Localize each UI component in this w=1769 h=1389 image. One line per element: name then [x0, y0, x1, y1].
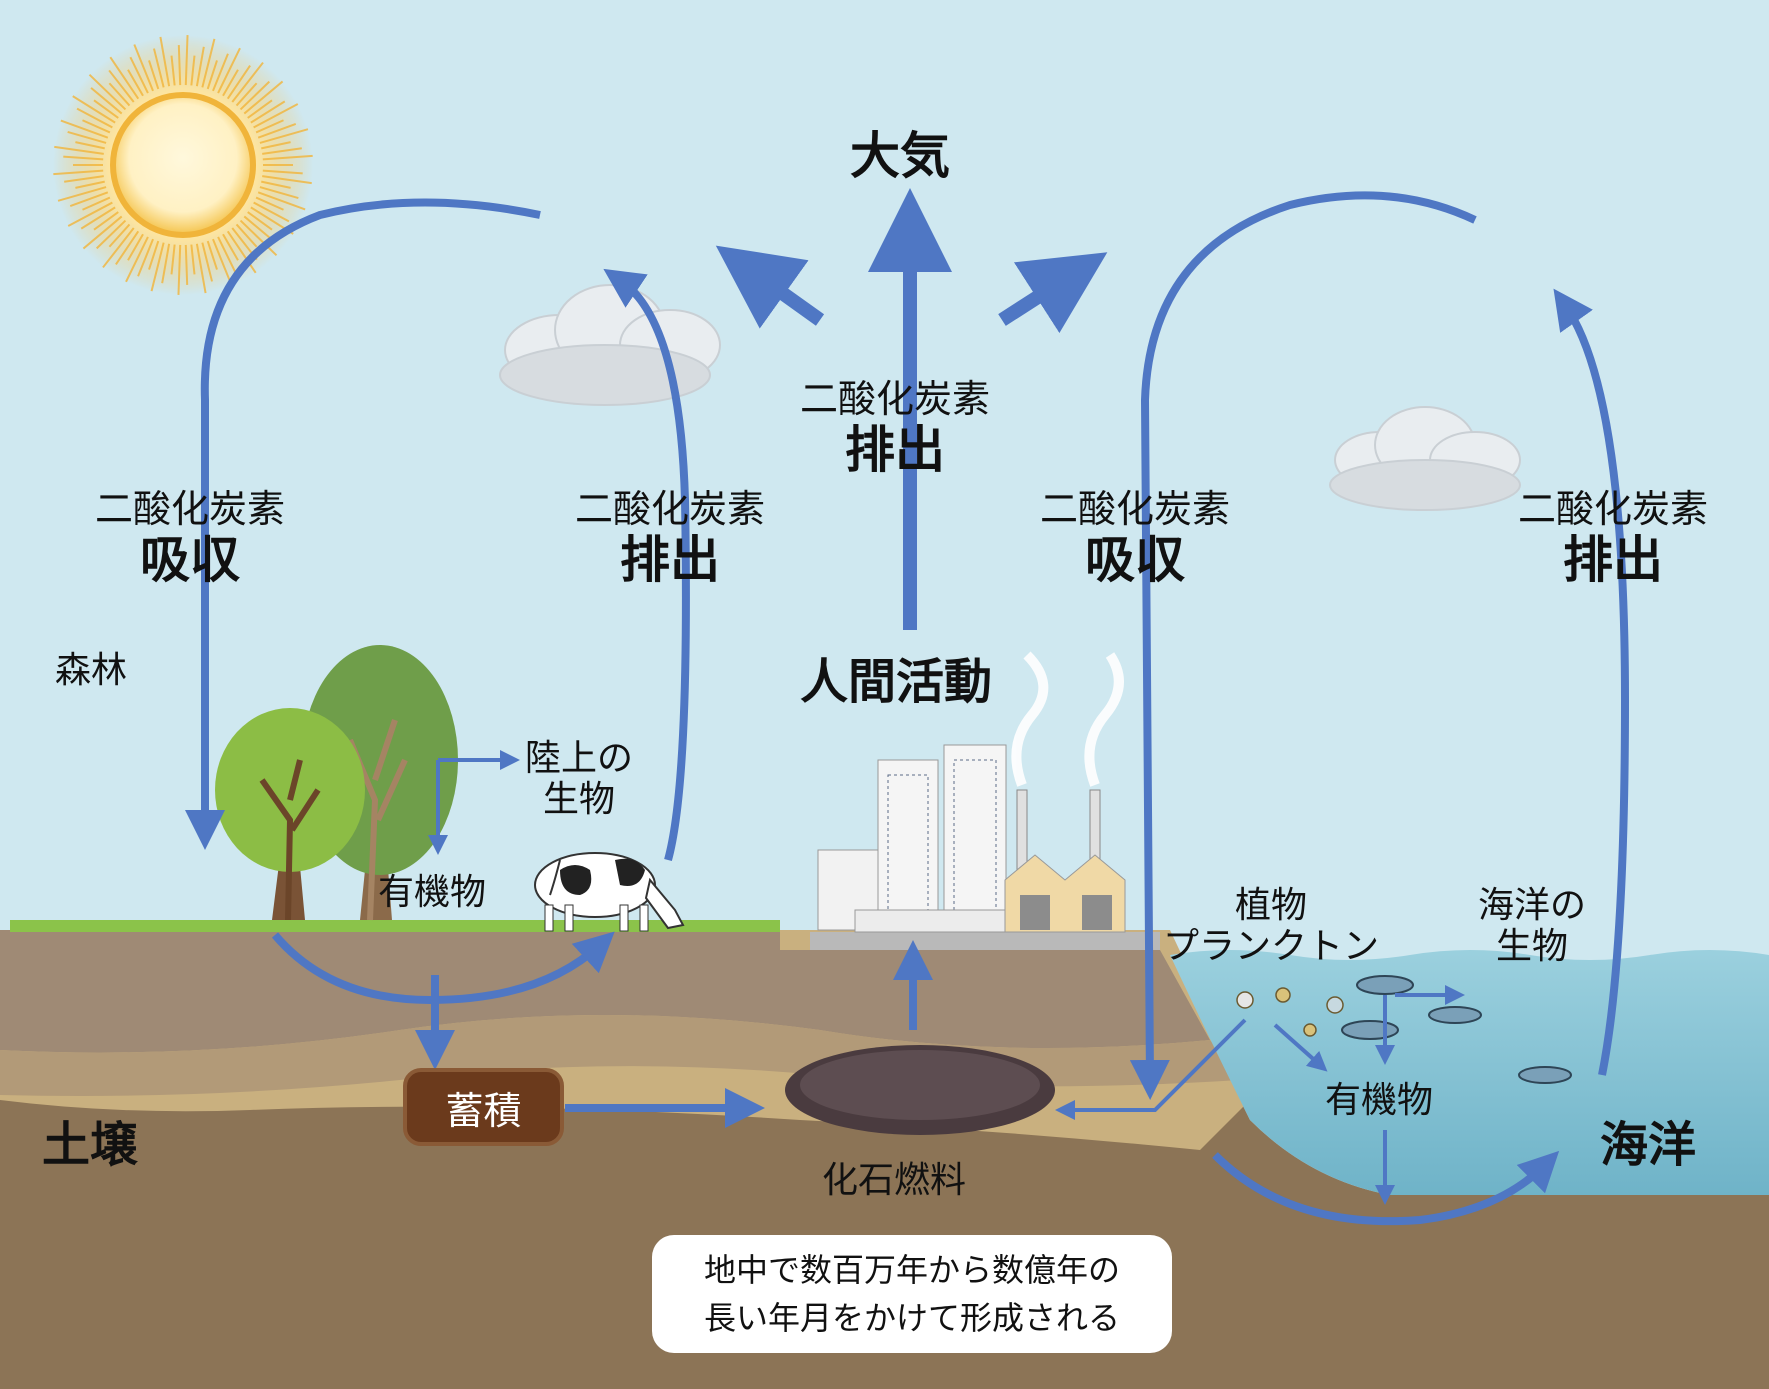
co2-absorb-label-forest: 二酸化炭素 吸収 [95, 487, 286, 589]
ocean-organisms-line1: 海洋の [1478, 885, 1587, 926]
co2-label-line1: 二酸化炭素 [575, 487, 766, 531]
ocean-water [1170, 950, 1769, 1195]
phytoplankton-label: 植物 プランクトン [1163, 885, 1379, 968]
forest-emit-arrow [603, 268, 690, 862]
fossil-fuel-label: 化石燃料 [822, 1160, 967, 1201]
city-buildings-icon [817, 744, 1126, 933]
ocean-emit-arrow [1553, 288, 1630, 1076]
fossil-fuel-icon [785, 1045, 1055, 1135]
co2-label-line2: 排出 [620, 530, 720, 589]
land-organisms-label: 陸上の 生物 [525, 738, 633, 821]
human-emit-arrow-right [998, 252, 1108, 334]
co2-emit-label-land: 二酸化炭素 排出 [575, 487, 766, 589]
plankton-to-organic-arrow [1273, 1023, 1328, 1072]
note-line1: 地中で数百万年から数億年の [703, 1251, 1120, 1289]
sun-icon [53, 35, 313, 295]
human-emit-arrow-left [715, 245, 825, 329]
co2-label-line1: 二酸化炭素 [800, 377, 991, 421]
co2-label-line2: 排出 [845, 420, 945, 479]
ocean-label: 海洋 [1600, 1117, 1697, 1173]
pavement [810, 932, 1160, 950]
soil-label: 土壌 [42, 1117, 139, 1173]
plankton-to-fossil-arrow [1055, 1018, 1247, 1120]
plankton-icon [1236, 987, 1344, 1037]
ocean-organisms-line2: 生物 [1496, 926, 1569, 968]
co2-absorb-label-ocean: 二酸化炭素 吸収 [1040, 487, 1231, 589]
co2-emit-label-ocean: 二酸化炭素 排出 [1518, 487, 1709, 589]
fossil-formation-note: 地中で数百万年から数億年の 長い年月をかけて形成される [652, 1235, 1172, 1353]
phytoplankton-line1: 植物 [1235, 885, 1308, 926]
co2-emit-label-human: 二酸化炭素 排出 [800, 377, 991, 479]
organic-matter-land-label: 有機物 [378, 872, 487, 913]
human-activity-label: 人間活動 [800, 654, 993, 710]
land-organisms-line2: 生物 [543, 779, 616, 821]
forest-absorb-arrow [185, 198, 541, 850]
co2-label-line2: 吸収 [140, 530, 240, 589]
organic-matter-ocean-label: 有機物 [1325, 1080, 1434, 1121]
co2-label-line2: 吸収 [1085, 530, 1185, 589]
ocean-organisms-label: 海洋の 生物 [1478, 885, 1586, 968]
atmosphere-title: 大気 [850, 127, 950, 185]
ocean-absorb-arrow [1129, 191, 1477, 1100]
co2-label-line1: 二酸化炭素 [1040, 487, 1231, 531]
co2-flow-arrows [185, 188, 1630, 1226]
forest-label: 森林 [55, 650, 128, 691]
co2-label-line2: 排出 [1563, 530, 1663, 589]
storage-box: 蓄積 [403, 1068, 564, 1146]
grass [10, 920, 780, 932]
cow-icon [534, 852, 685, 932]
soil-cycle-arrow [271, 931, 615, 1005]
ocean-cycle-arrow [1212, 1150, 1560, 1226]
cloud-icon [1329, 406, 1521, 511]
note-line2: 長い年月をかけて形成される [703, 1299, 1120, 1337]
co2-label-line1: 二酸化炭素 [1518, 487, 1709, 531]
tree-icon [215, 708, 365, 921]
land-organisms-line1: 陸上の [525, 738, 634, 779]
co2-label-line1: 二酸化炭素 [95, 487, 286, 531]
smoke-icon [1011, 651, 1124, 787]
phytoplankton-line2: プランクトン [1163, 926, 1380, 968]
